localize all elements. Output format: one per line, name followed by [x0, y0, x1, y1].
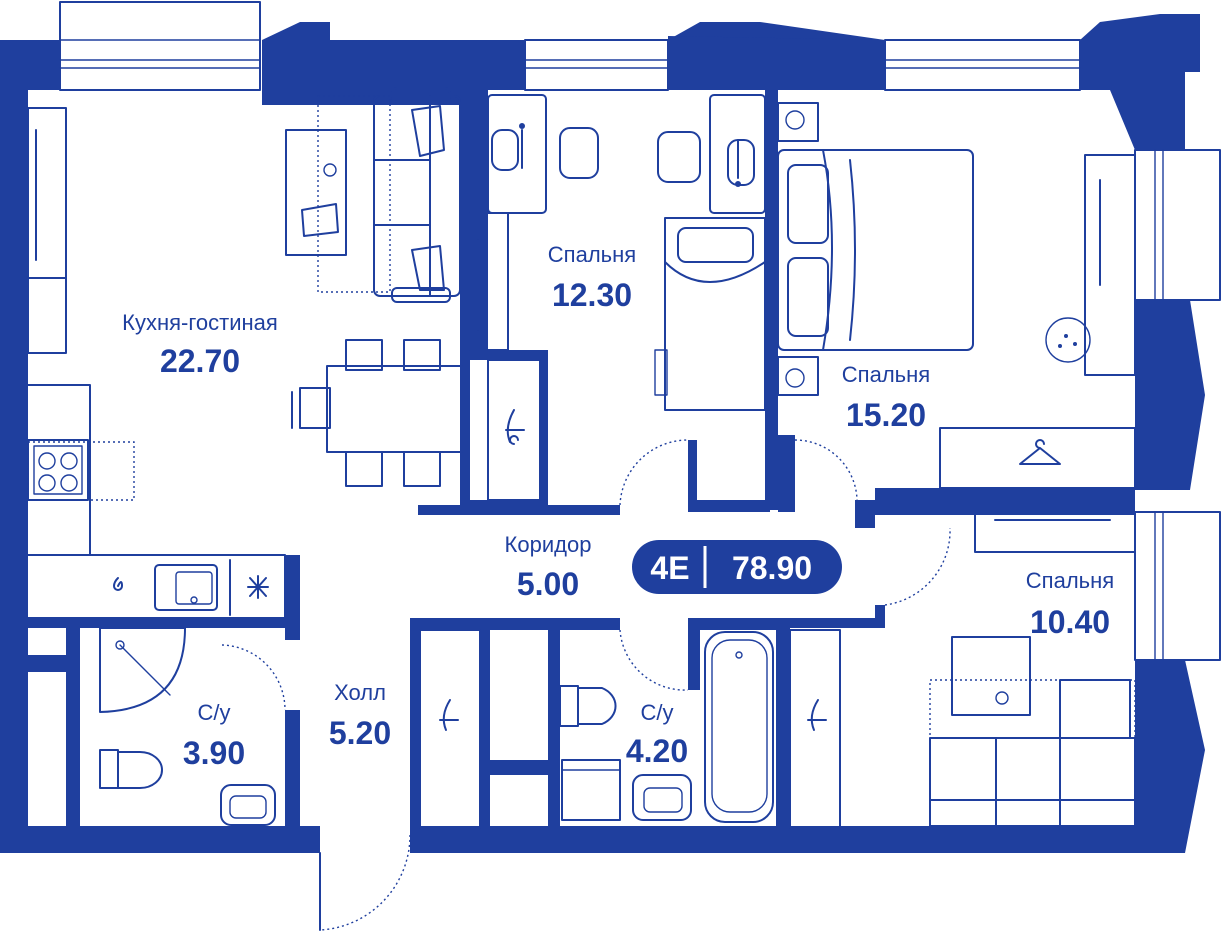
- room-name-bedroom-3: Спальня: [1026, 568, 1114, 593]
- wardrobe-hanger-icon-4: [807, 699, 827, 731]
- wardrobe: [487, 359, 541, 501]
- room-area-hall: 5.20: [329, 715, 391, 751]
- toilet-icon: [117, 751, 163, 789]
- total-area: 78.90: [732, 550, 812, 586]
- room-name-bedroom-1: Спальня: [548, 242, 636, 267]
- room-area-bedroom-1: 12.30: [552, 277, 632, 313]
- round-table: [1045, 317, 1091, 363]
- tv-stand: [1084, 154, 1136, 376]
- desk-icon: [487, 94, 547, 214]
- desk-icon-2: [709, 94, 766, 214]
- tv-unit: [974, 511, 1136, 553]
- room-name-bathroom-1: С/у: [198, 700, 231, 725]
- window-bedroom-2: [884, 39, 1081, 91]
- doors: [221, 439, 951, 931]
- dining-table-icon: [326, 365, 463, 453]
- sofa-icon: [373, 95, 461, 297]
- wardrobe-hanger-icon-2: [1019, 439, 1061, 465]
- room-name-hall: Холл: [334, 680, 386, 705]
- kitchen-living-furniture: [27, 87, 463, 619]
- room-name-bathroom-2: С/у: [641, 700, 674, 725]
- room-area-corridor: 5.00: [517, 566, 579, 602]
- outer-wall-bottom: [0, 826, 1140, 853]
- door-bedroom-1: [619, 439, 689, 506]
- stove-icon: [33, 445, 83, 495]
- desk-table: [951, 636, 1031, 716]
- nightstand-2: [777, 356, 819, 396]
- shower-icon: [99, 627, 186, 713]
- wall-cabinet-2: [469, 212, 509, 351]
- nightstand: [777, 102, 819, 142]
- sink-icon-2: [220, 784, 276, 826]
- coffee-table: [285, 129, 347, 256]
- toilet-tank: [99, 749, 119, 789]
- sink-icon-3: [632, 774, 692, 821]
- bathroom-1-fixtures: [99, 627, 276, 826]
- door-bedroom-2: [794, 439, 858, 506]
- wardrobe-hanger-icon: [505, 409, 525, 445]
- outer-wall-left: [0, 40, 28, 853]
- wall-cabinet: [27, 107, 67, 279]
- hall-wardrobe-2: [789, 629, 841, 829]
- window-bedroom-1: [524, 39, 669, 91]
- bedroom-1-furniture: [469, 94, 766, 501]
- room-name-kitchen-living: Кухня-гостиная: [122, 310, 278, 335]
- chair-2: [657, 131, 701, 183]
- window-bedroom-2-side: [1134, 149, 1221, 301]
- chair: [559, 127, 599, 179]
- walls: [0, 14, 1205, 853]
- bedroom-2-furniture: [777, 102, 1136, 489]
- room-area-kitchen-living: 22.70: [160, 343, 240, 379]
- bathroom-2-fixtures: [419, 629, 841, 829]
- window-bedroom-3: [1134, 511, 1221, 661]
- outer-wall-right: [1135, 300, 1205, 853]
- room-labels: Кухня-гостиная 22.70 Спальня 12.30 Спаль…: [122, 242, 1114, 771]
- bed-icon-2: [777, 149, 974, 351]
- room-area-bathroom-1: 3.90: [183, 735, 245, 771]
- wardrobe-hanger-icon-3: [439, 699, 459, 731]
- snowflake-fridge-icon: [247, 575, 269, 599]
- room-area-bathroom-2: 4.20: [626, 733, 688, 769]
- hall-wardrobe: [419, 629, 481, 829]
- room-area-bedroom-3: 10.40: [1030, 604, 1110, 640]
- sink-icon: [154, 564, 218, 611]
- room-area-bedroom-2: 15.20: [846, 397, 926, 433]
- bedroom-3-furniture: [929, 511, 1136, 827]
- door-bathroom-2: [619, 629, 689, 691]
- window-kitchen: [59, 1, 261, 91]
- door-bedroom-3: [884, 527, 951, 606]
- washing-machine-icon: [561, 759, 621, 821]
- apartment-badge: 4E 78.90: [632, 540, 842, 594]
- door-entrance: [319, 834, 411, 931]
- outer-wall-top: [0, 14, 1200, 150]
- room-name-corridor: Коридор: [505, 532, 592, 557]
- sofa-icon-2: [929, 737, 1136, 827]
- water-drop-icon: [113, 577, 123, 591]
- toilet-icon-2: [559, 685, 617, 727]
- bathtub-icon: [704, 631, 774, 823]
- wardrobe-2: [939, 427, 1136, 489]
- bed-icon: [664, 217, 766, 411]
- room-name-bedroom-2: Спальня: [842, 362, 930, 387]
- door-bathroom-1: [221, 644, 286, 711]
- apartment-type: 4E: [650, 550, 689, 586]
